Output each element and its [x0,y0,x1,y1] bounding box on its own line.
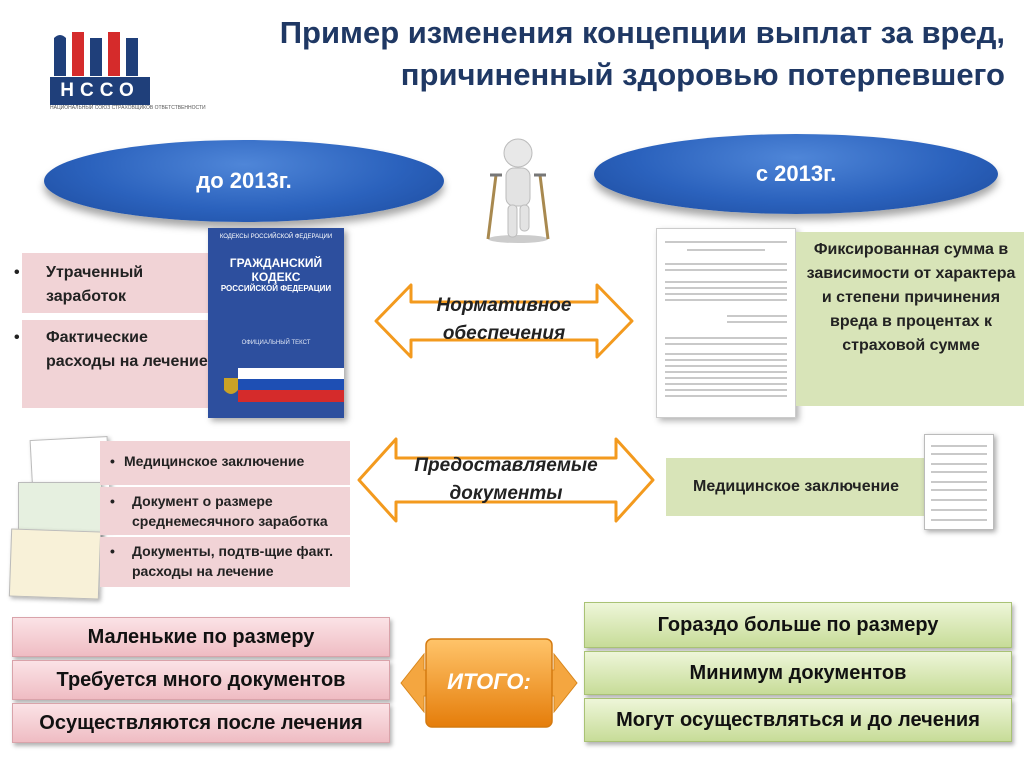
documents-label: Предоставляемые документы [414,455,598,504]
summary-before-2: Требуется много документов [12,660,390,700]
doc-item-label: Документ о размере среднемесячного зараб… [132,493,328,529]
book-subtitle: ОФИЦИАЛЬНЫЙ ТЕКСТ [241,340,311,346]
medical-form-image [924,434,994,530]
coat-of-arms-icon [224,378,238,394]
doc-item-label: Медицинское заключение [124,453,305,469]
summary-before-3: Осуществляются после лечения [12,703,390,743]
total-double-arrow [400,638,578,728]
doc-item-expenses: •Документы, подтв-щие факт. расходы на л… [100,537,350,587]
loss-item-label: Фактические расходы на лечение [30,326,210,374]
doc-item-salary: •Документ о размере среднемесячного зара… [100,487,350,535]
before-2013-oval: до 2013г. [44,140,444,222]
book-title-3: РОССИЙСКОЙ ФЕДЕРАЦИИ [220,284,332,293]
after-2013-oval: с 2013г. [594,134,998,214]
after-medical-report: Медицинское заключение [666,458,926,516]
summary-after-3: Могут осуществляться и до лечения [584,698,1012,742]
title-line-2: причиненный здоровью потерпевшего [400,57,1005,92]
normative-label: Нормативное обеспечения [436,295,572,344]
logo-subtitle: НАЦИОНАЛЬНЫЙ СОЮЗ СТРАХОВЩИКОВ ОТВЕТСТВЕ… [50,105,206,111]
fixed-sum-description: Фиксированная сумма в зависимости от хар… [796,232,1024,406]
double-arrow-documents [357,437,655,523]
summary-after-label: Гораздо больше по размеру [657,613,939,636]
after-medical-report-label: Медицинское заключение [692,478,899,495]
book-title-2: КОДЕКС [251,270,301,284]
doc-item-label: Документы, подтв-щие факт. расходы на ле… [132,543,333,579]
logo: НССО НАЦИОНАЛЬНЫЙ СОЮЗ СТРАХОВЩИКОВ ОТВЕ… [50,32,206,114]
loss-item-lost-earnings: Утраченный заработок [22,253,218,313]
law-document-image [656,228,796,418]
civil-code-book: КОДЕКСЫ РОССИЙСКОЙ ФЕДЕРАЦИИ ГРАЖДАНСКИЙ… [208,228,344,418]
total-label: ИТОГО: [447,669,531,694]
summary-before-label: Требуется много документов [56,668,346,691]
title-line-1: Пример изменения концепции выплат за вре… [279,15,1005,50]
loss-item-actual-costs: Фактические расходы на лечение [22,320,218,408]
logo-letters: НССО [50,77,150,105]
logo-mark-icon [54,32,138,76]
russian-flag-icon [238,368,344,402]
summary-after-label: Могут осуществляться и до лечения [616,708,980,731]
person-on-crutches-icon [486,138,550,243]
summary-before-label: Осуществляются после лечения [39,711,363,734]
loss-item-label: Утраченный заработок [30,261,210,309]
fixed-sum-text: Фиксированная сумма в зависимости от хар… [806,241,1016,354]
double-arrow-normative [374,283,634,359]
summary-after-1: Гораздо больше по размеру [584,602,1012,648]
after-oval-label: с 2013г. [755,161,837,186]
summary-after-label: Минимум документов [689,661,907,684]
summary-before-1: Маленькие по размеру [12,617,390,657]
page-title: Пример изменения концепции выплат за вре… [170,12,1005,102]
before-oval-label: до 2013г. [196,168,292,193]
book-title-1: ГРАЖДАНСКИЙ [229,256,323,270]
book-header: КОДЕКСЫ РОССИЙСКОЙ ФЕДЕРАЦИИ [219,234,333,240]
documents-stack-image [8,436,113,600]
summary-before-label: Маленькие по размеру [87,625,315,648]
summary-after-2: Минимум документов [584,651,1012,695]
doc-item-medical-report: •Медицинское заключение [100,441,350,485]
